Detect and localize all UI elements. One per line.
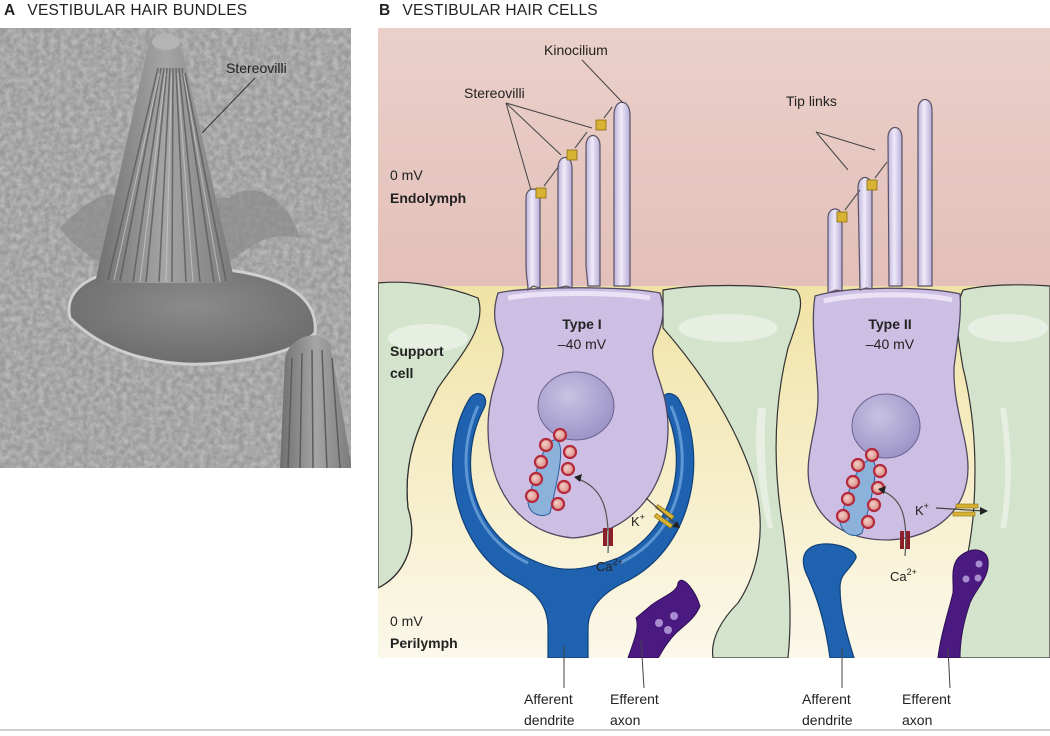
type-ii-transduction-channels xyxy=(836,179,878,223)
type-i-vesicles xyxy=(524,427,578,512)
panel-b-title-text: VESTIBULAR HAIR CELLS xyxy=(402,2,598,19)
type-i-efferent-label-line2: axon xyxy=(610,712,640,728)
tip-links-label: Tip links xyxy=(786,93,837,109)
type-i-afferent-label-line1: Afferent xyxy=(524,691,573,707)
stereovilli-label-a: Stereovilli xyxy=(226,60,287,76)
sem-micrograph: Stereovilli xyxy=(0,28,351,468)
sem-micrograph-svg: Stereovilli xyxy=(0,28,351,468)
hair-cell-diagram: Kinocilium Stereovilli Tip links 0 mV En… xyxy=(377,28,1050,731)
type-i-transduction-channels xyxy=(535,119,607,199)
type-i-afferent-calyx xyxy=(452,393,695,659)
type-ii-efferent-label-line2: axon xyxy=(902,712,932,728)
type-i-efferent-label-line1: Efferent xyxy=(610,691,659,707)
type-i-ca-label: Ca2+ xyxy=(596,557,623,574)
type-i-nucleus xyxy=(537,371,615,441)
type-ii-ca-label: Ca2+ xyxy=(890,567,917,584)
type-ii-potential: –40 mV xyxy=(866,336,915,352)
support-cell-label-line1: Support xyxy=(390,343,444,359)
type-ii-calcium-channel xyxy=(878,486,910,557)
type-ii-tip-links xyxy=(844,161,888,211)
type-i-hair-cell xyxy=(452,101,701,659)
type-i-tip-links xyxy=(543,106,613,187)
panel-a-title: A VESTIBULAR HAIR BUNDLES xyxy=(4,2,247,20)
kinocilium-label: Kinocilium xyxy=(544,42,608,58)
type-ii-afferent-label-line2: dendrite xyxy=(802,712,853,728)
type-i-kinocilium xyxy=(613,101,631,287)
support-cell-label-line2: cell xyxy=(390,365,413,381)
type-ii-efferent-label-line1: Efferent xyxy=(902,691,951,707)
type-ii-nucleus xyxy=(851,393,921,459)
type-i-potential: –40 mV xyxy=(558,336,607,352)
panel-a-letter: A xyxy=(4,2,16,19)
type-ii-kinocilium xyxy=(917,98,933,287)
perilymph-potential: 0 mV xyxy=(390,613,423,629)
type-i-afferent-label-line2: dendrite xyxy=(524,712,575,728)
type-i-k-label: K+ xyxy=(631,512,645,529)
hair-bundle xyxy=(95,34,235,283)
panel-b-title: B VESTIBULAR HAIR CELLS xyxy=(379,2,598,20)
type-ii-vesicles xyxy=(835,447,888,530)
hair-cell-diagram-svg: Kinocilium Stereovilli Tip links 0 mV En… xyxy=(377,28,1050,731)
support-cell-middle xyxy=(662,284,802,659)
bottom-border xyxy=(0,729,1050,731)
type-ii-hair-cell xyxy=(802,98,989,659)
panel-a-title-text: VESTIBULAR HAIR BUNDLES xyxy=(27,2,248,19)
type-ii-afferent-label-line1: Afferent xyxy=(802,691,851,707)
second-hair-bundle xyxy=(280,335,351,468)
stereovilli-leader-line-a xyxy=(201,77,256,134)
endolymph-potential: 0 mV xyxy=(390,167,423,183)
endolymph-label: Endolymph xyxy=(390,190,466,206)
type-i-potassium-channel xyxy=(653,504,675,529)
panel-b-letter: B xyxy=(379,2,391,19)
type-i-hair-bundle xyxy=(525,101,631,292)
type-ii-afferent-dendrite xyxy=(802,543,857,659)
type-i-calcium-channel xyxy=(574,474,613,554)
type-i-efferent-axon xyxy=(627,580,701,659)
type-ii-hair-bundle xyxy=(827,98,933,294)
type-ii-label: Type II xyxy=(868,316,911,332)
type-ii-k-label: K+ xyxy=(915,501,929,518)
type-ii-potassium-channel xyxy=(952,503,979,517)
leader-lines xyxy=(505,59,951,689)
stereovilli-label-b: Stereovilli xyxy=(464,85,525,101)
perilymph-label: Perilymph xyxy=(390,635,458,651)
type-i-label: Type I xyxy=(562,316,601,332)
